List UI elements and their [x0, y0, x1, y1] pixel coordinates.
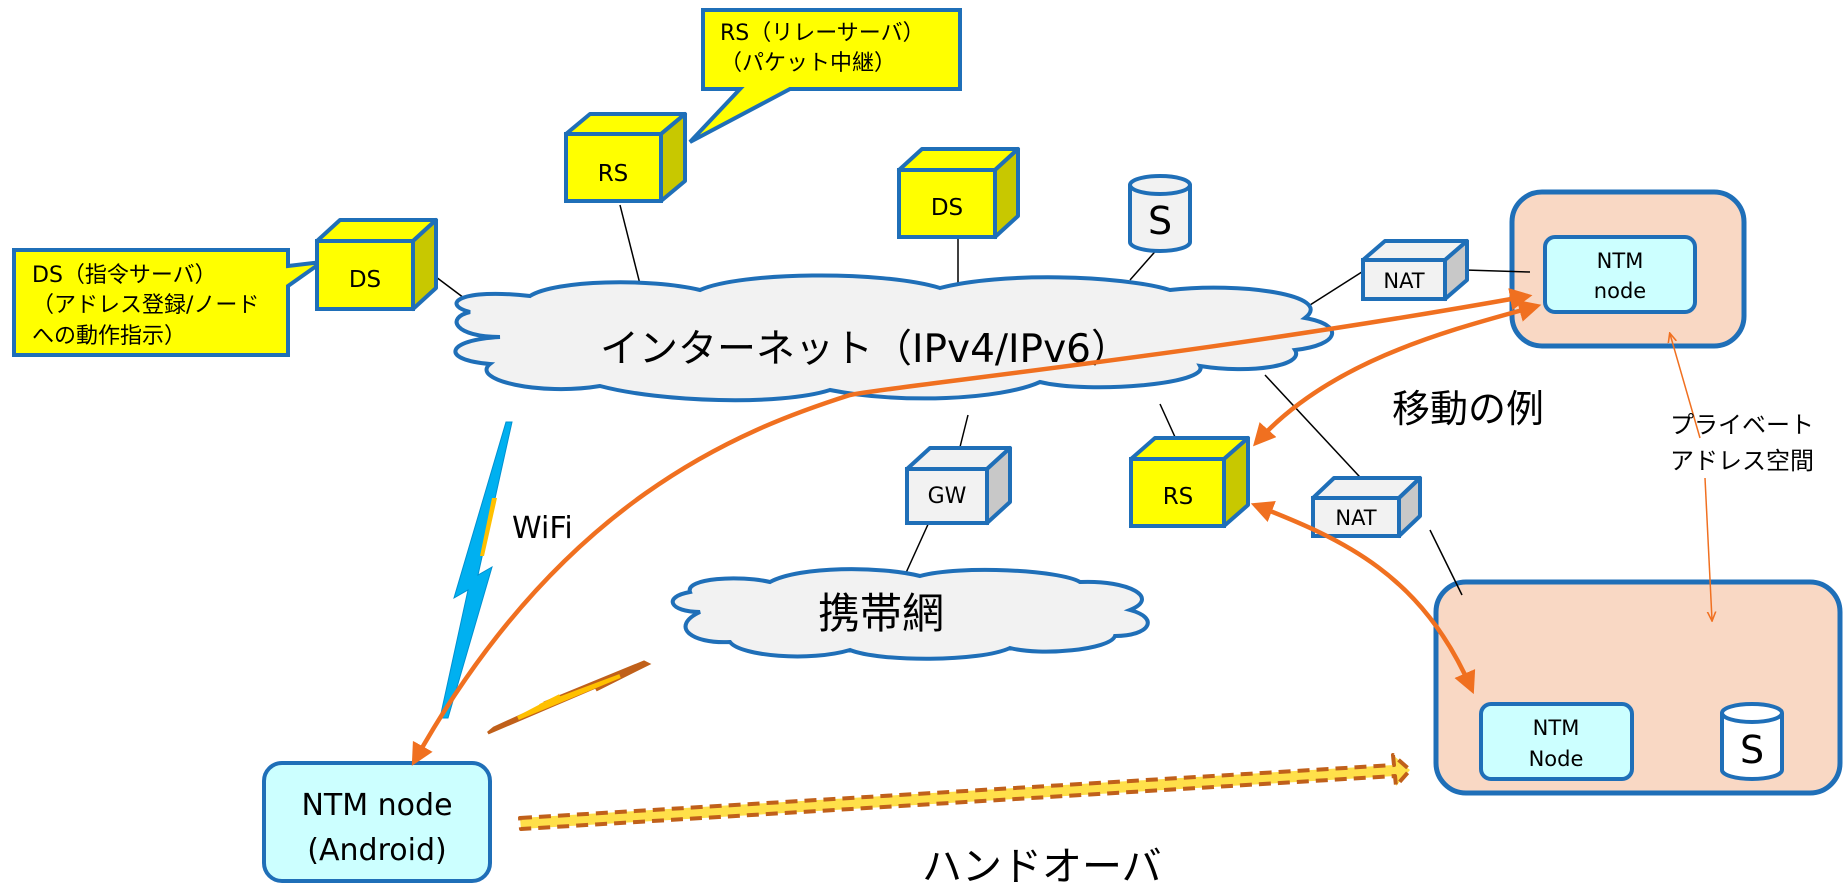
private-space-arrows — [1670, 334, 1712, 620]
handover-label: ハンドオーバ — [922, 844, 1162, 888]
wifi-lightning-icon — [439, 421, 513, 719]
private-space-line-2: アドレス空間 — [1670, 447, 1814, 475]
mobile-cloud: 携帯網 — [670, 567, 1150, 661]
wifi-label: WiFi — [512, 511, 573, 546]
ds-callout: DS（指令サーバ） （アドレス登録/ノード への動作指示） — [12, 248, 324, 357]
ds-center-server: DS — [897, 147, 1020, 239]
private-space-line-1: プライベート — [1670, 411, 1814, 439]
ntm-node-bottom-right-line-2: Node — [1529, 747, 1584, 771]
movement-arrows — [411, 288, 1542, 766]
ds-callout-line-3: への動作指示） — [32, 324, 186, 349]
storage-top: S — [1128, 174, 1192, 253]
rs-callout-line-1: RS（リレーサーバ） — [720, 21, 925, 46]
storage-bottom: S — [1720, 702, 1784, 781]
ds-center-label: DS — [931, 195, 963, 221]
ds-left-server: DS — [315, 218, 438, 311]
ntm-node-top-right-line-2: node — [1594, 279, 1646, 303]
nat-top-label: NAT — [1383, 269, 1424, 293]
rs-callout-line-2: （パケット中継） — [720, 51, 896, 76]
ntm-node-android: NTM node (Android) — [262, 761, 492, 883]
ntm-node-top-right: NTM node — [1543, 235, 1697, 314]
internet-label: インターネット（IPv4/IPv6） — [600, 327, 1130, 372]
nat-bottom: NAT — [1311, 476, 1422, 538]
gw-label: GW — [928, 484, 967, 509]
gw-server: GW — [905, 446, 1012, 525]
mobile-label: 携帯網 — [818, 589, 944, 638]
ds-callout-line-2: （アドレス登録/ノード — [32, 293, 259, 318]
internet-cloud: インターネット（IPv4/IPv6） — [453, 273, 1335, 403]
storage-top-label: S — [1148, 199, 1172, 243]
rs-top-label: RS — [598, 161, 629, 187]
rs-center-server: RS — [1129, 436, 1250, 528]
ds-callout-line-1: DS（指令サーバ） — [32, 263, 217, 288]
handover-arrow — [518, 753, 1412, 831]
nat-top: NAT — [1361, 239, 1469, 301]
ds-left-label: DS — [349, 267, 381, 293]
ntm-node-bottom-right-line-1: NTM — [1533, 716, 1580, 740]
rs-top-server: RS — [564, 112, 687, 203]
move-example-label: 移動の例 — [1392, 387, 1544, 431]
nat-bottom-label: NAT — [1335, 506, 1376, 530]
storage-bottom-label: S — [1740, 728, 1764, 772]
ntm-node-android-line-1: NTM node — [301, 788, 452, 823]
ntm-node-top-right-line-1: NTM — [1597, 249, 1644, 273]
mobile-lightning-icon — [487, 660, 652, 735]
rs-center-label: RS — [1163, 484, 1194, 510]
rs-callout: RS（リレーサーバ） （パケット中継） — [688, 8, 962, 144]
ntm-node-bottom-right: NTM Node — [1479, 702, 1634, 781]
ntm-node-android-line-2: (Android) — [307, 833, 446, 868]
